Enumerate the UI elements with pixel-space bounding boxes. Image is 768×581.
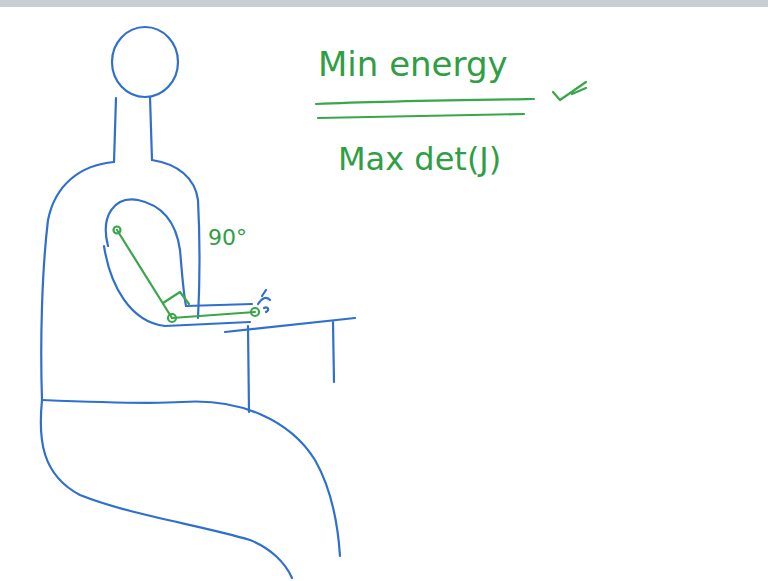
- annotation: Min energy: [318, 46, 508, 83]
- right-angle-mark: [163, 292, 189, 304]
- shoulder-joint: [114, 227, 121, 234]
- arm: [186, 304, 252, 306]
- table-top: [225, 318, 355, 332]
- underline: [316, 99, 534, 104]
- check-mark: [553, 82, 586, 100]
- annotation: 90°: [208, 226, 247, 250]
- underline: [318, 114, 524, 118]
- forearm-link: [172, 312, 255, 318]
- hand: [258, 290, 270, 312]
- elbow-joint: [168, 314, 176, 322]
- upper-arm-link: [117, 230, 172, 318]
- top-bar: [0, 0, 768, 7]
- torso: [41, 162, 114, 400]
- skeleton: [114, 82, 587, 322]
- leg: [182, 402, 340, 556]
- head: [112, 27, 178, 97]
- wrist-joint: [251, 308, 259, 316]
- torso: [152, 160, 200, 318]
- leg: [41, 400, 292, 578]
- torso: [42, 400, 182, 403]
- neck: [114, 98, 116, 162]
- neck: [150, 97, 152, 160]
- table-leg: [333, 322, 334, 382]
- table-leg: [248, 326, 249, 412]
- person: [41, 27, 355, 578]
- annotation: Max det(J): [338, 142, 501, 177]
